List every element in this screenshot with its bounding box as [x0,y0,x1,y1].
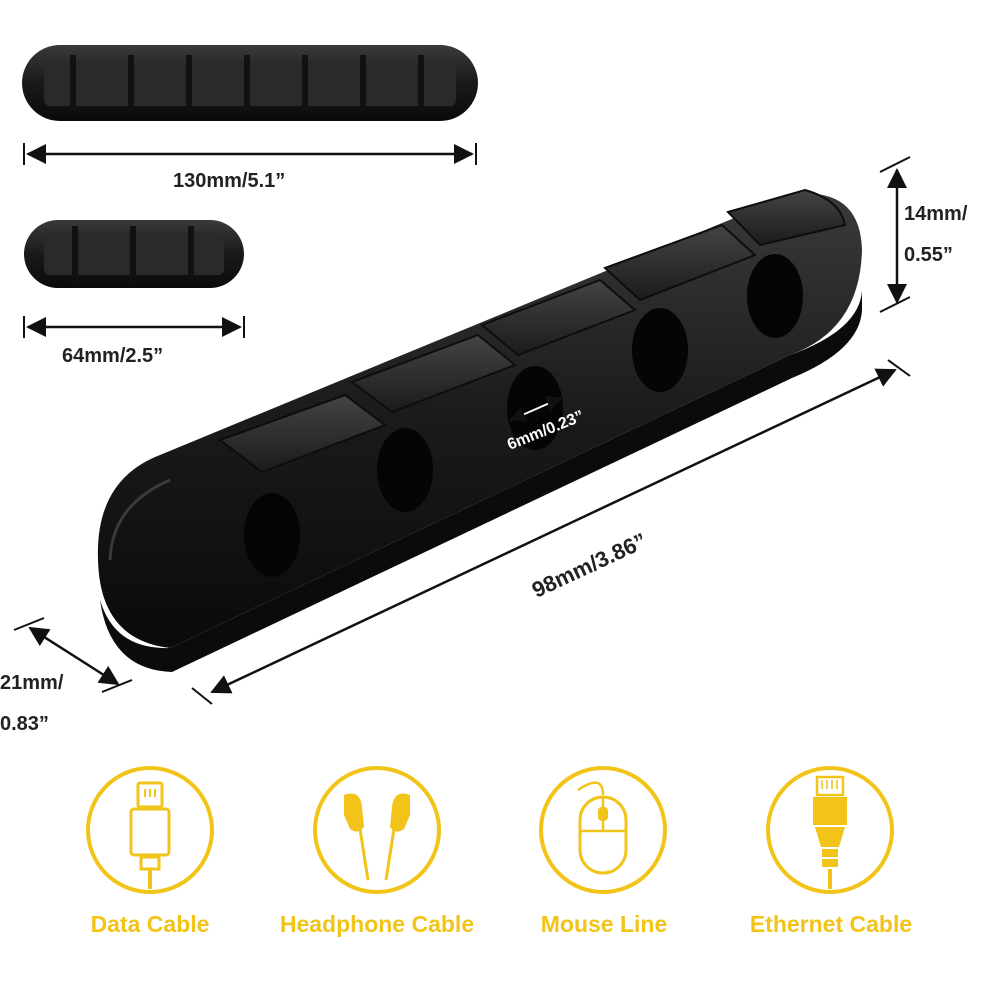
long-organizer-thumbnail [22,45,478,121]
width-label-line1: 21mm/ [0,672,64,694]
headphone-cable-label: Headphone Cable [279,911,475,937]
short-length-label: 64mm/2.5” [62,345,164,367]
height-label-line1: 14mm/ [904,203,968,225]
width-label-line2: 0.83” [0,713,49,735]
height-label-line2: 0.55” [904,244,953,266]
main-length-dimension-line [191,359,911,705]
data-cable-label: Data Cable [90,911,210,937]
short-length-dimension-line [23,316,245,338]
short-organizer-thumbnail [24,220,244,288]
ethernet-cable-label: Ethernet Cable [749,911,913,937]
long-length-dimension-line [23,143,477,165]
mouse-line-label: Mouse Line [540,911,668,937]
mouse-icon [538,765,668,895]
ethernet-connector-icon [765,765,895,895]
height-dimension-line [879,156,911,313]
long-length-label: 130mm/5.1” [173,170,286,192]
earphones-icon [312,765,442,895]
long-organizer-slots [70,55,424,111]
width-dimension-line [13,617,133,693]
usb-connector-icon [85,765,215,895]
